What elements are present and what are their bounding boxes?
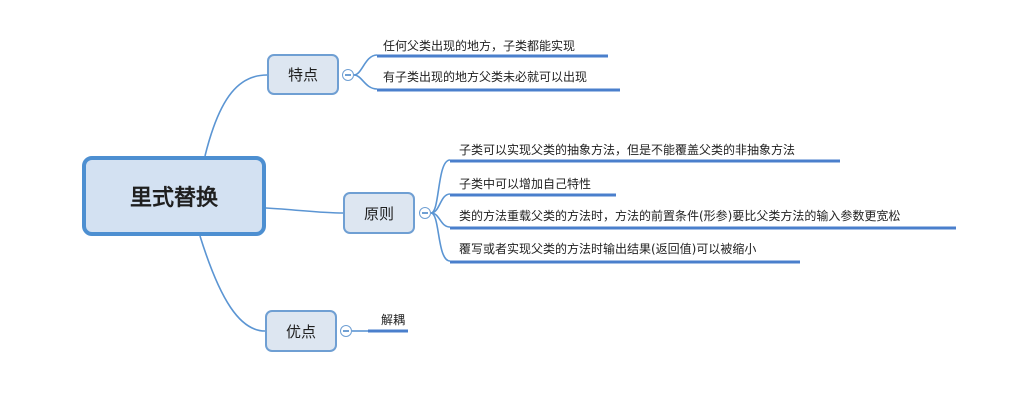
collapse-toggle-youdian[interactable] [340, 325, 352, 337]
root-node[interactable]: 里式替换 [82, 156, 266, 236]
leaf-node[interactable]: 覆写或者实现父类的方法时输出结果(返回值)可以被缩小 [459, 242, 757, 256]
connector-tedian-leaf-2 [353, 74, 378, 90]
leaf-node[interactable]: 有子类出现的地方父类未必就可以出现 [383, 70, 588, 84]
leaf-node[interactable]: 解耦 [381, 313, 406, 327]
leaf-node[interactable]: 任何父类出现的地方，子类都能实现 [383, 39, 576, 53]
connector-root-to-yuanze [265, 207, 344, 214]
leaf-node[interactable]: 子类中可以增加自己特性 [459, 177, 592, 191]
connector-root-to-tedian [204, 74, 268, 157]
connector-tedian-leaf-1 [353, 54, 378, 76]
connector-yuanze-leaf-1 [430, 159, 451, 214]
leaf-node[interactable]: 类的方法重载父类的方法时，方法的前置条件(形参)要比父类方法的输入参数更宽松 [459, 209, 901, 223]
connector-yuanze-leaf-4 [430, 212, 451, 262]
topic-node-youdian[interactable]: 优点 [265, 310, 337, 352]
topic-node-yuanze[interactable]: 原则 [343, 192, 415, 234]
connector-root-to-youdian [199, 235, 266, 332]
collapse-toggle-yuanze[interactable] [419, 207, 431, 219]
leaf-node[interactable]: 子类可以实现父类的抽象方法，但是不能覆盖父类的非抽象方法 [459, 143, 796, 157]
connector-yuanze-leaf-2 [430, 193, 451, 214]
topic-node-tedian[interactable]: 特点 [267, 54, 339, 95]
collapse-toggle-tedian[interactable] [342, 69, 354, 81]
